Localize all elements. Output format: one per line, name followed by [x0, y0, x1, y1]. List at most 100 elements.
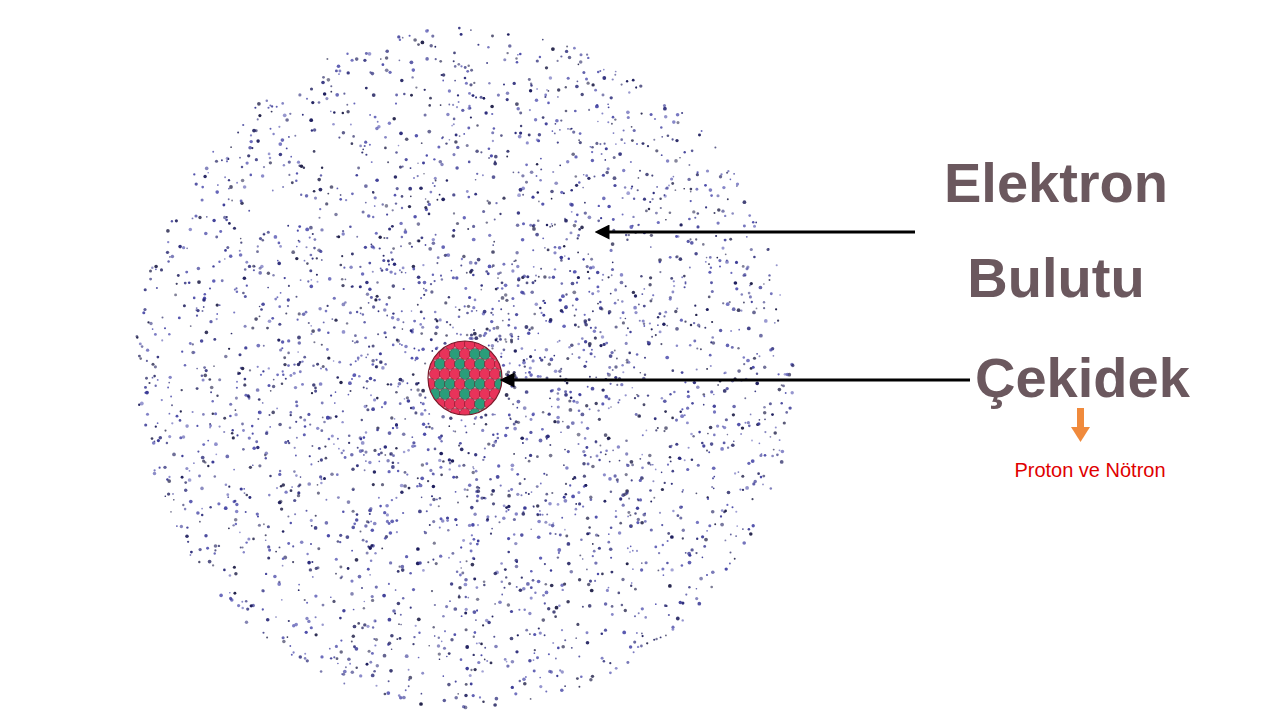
electron-dot [355, 57, 359, 61]
electron-dot [390, 251, 393, 254]
electron-dot [411, 357, 414, 360]
electron-dot [363, 386, 365, 388]
electron-dot [392, 609, 396, 613]
electron-dot [410, 607, 412, 609]
electron-dot [697, 324, 700, 327]
electron-dot [397, 35, 400, 38]
electron-dot [375, 232, 378, 235]
electron-dot [679, 257, 683, 261]
electron-dot [516, 561, 518, 563]
electron-dot [394, 194, 397, 197]
electron-dot [427, 448, 430, 451]
electron-dot [557, 141, 559, 143]
electron-dot [557, 60, 559, 62]
electron-dot [533, 266, 535, 268]
electron-dot [641, 633, 643, 635]
electron-dot [565, 466, 569, 470]
electron-dot [309, 237, 311, 239]
electron-dot [440, 517, 443, 520]
electron-dot [239, 157, 241, 159]
electron-dot [305, 510, 307, 512]
electron-dot [642, 434, 644, 436]
electron-dot [578, 228, 581, 231]
electron-dot [420, 412, 424, 416]
electron-dot [226, 157, 229, 160]
electron-dot [538, 627, 540, 629]
electron-dot [601, 573, 604, 576]
electron-dot [318, 217, 320, 219]
electron-dot [586, 631, 589, 634]
electron-dot [368, 288, 371, 291]
electron-dot [611, 274, 613, 276]
electron-dot [604, 433, 608, 437]
electron-dot [545, 583, 548, 586]
electron-dot [219, 230, 222, 233]
electron-dot [760, 476, 763, 479]
electron-dot [235, 523, 237, 525]
electron-dot [417, 43, 420, 46]
electron-dot [433, 280, 435, 282]
electron-dot [466, 495, 468, 497]
electron-dot [566, 357, 569, 360]
electron-dot [327, 305, 329, 307]
electron-dot [449, 139, 451, 141]
electron-dot [470, 683, 473, 686]
electron-dot [545, 348, 549, 352]
electron-dot [483, 97, 485, 99]
electron-dot [145, 391, 149, 395]
electron-dot [350, 453, 354, 457]
electron-dot [607, 541, 610, 544]
electron-dot [424, 206, 427, 209]
electron-dot [488, 234, 491, 237]
electron-dot [480, 284, 483, 287]
electron-dot [676, 113, 680, 117]
electron-dot [386, 214, 388, 216]
electron-dot [259, 237, 262, 240]
electron-dot [152, 328, 154, 330]
electron-dot [705, 206, 707, 208]
electron-dot [575, 637, 577, 639]
electron-dot [554, 615, 557, 618]
electron-dot [759, 419, 761, 421]
electron-dot [245, 541, 247, 543]
electron-dot [510, 418, 512, 420]
electron-dot [149, 322, 152, 325]
electron-dot [535, 302, 539, 306]
electron-dot [504, 568, 507, 571]
electron-dot [258, 524, 261, 527]
electron-dot [537, 580, 541, 584]
electron-dot [741, 293, 744, 296]
electron-dot [244, 295, 247, 298]
electron-dot [412, 588, 415, 591]
electron-dot [629, 645, 632, 648]
electron-dot [152, 441, 156, 445]
electron-dot [442, 615, 445, 618]
electron-dot [634, 512, 636, 514]
electron-dot [583, 174, 585, 176]
electron-dot [747, 421, 750, 424]
electron-dot [506, 156, 508, 158]
electron-dot [384, 147, 387, 150]
electron-dot [521, 174, 524, 177]
electron-dot [320, 458, 323, 461]
electron-dot [424, 409, 427, 412]
electron-dot [683, 275, 686, 278]
electron-dot [408, 187, 412, 191]
electron-dot [554, 246, 557, 249]
electron-dot [742, 541, 746, 545]
electron-dot [468, 524, 471, 527]
electron-dot [271, 317, 274, 320]
electron-dot [262, 590, 265, 593]
electron-dot [521, 291, 525, 295]
electron-dot [371, 599, 374, 602]
electron-dot [519, 53, 522, 56]
electron-dot [404, 398, 406, 400]
electron-dot [246, 285, 248, 287]
electron-dot [396, 318, 399, 321]
electron-dot [689, 238, 691, 240]
electron-dot [485, 270, 488, 273]
electron-dot [663, 399, 667, 403]
electron-dot [196, 425, 198, 427]
electron-dot [379, 236, 382, 239]
electron-dot [508, 398, 511, 401]
